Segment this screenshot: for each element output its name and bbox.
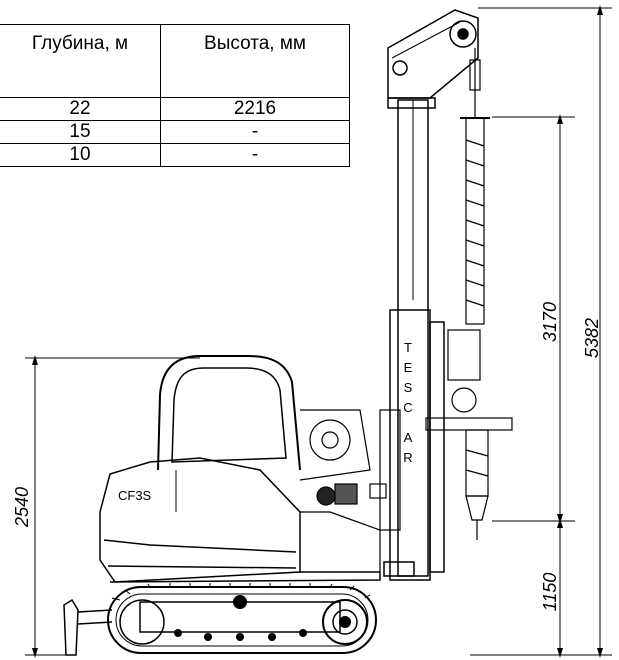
svg-text:A: A bbox=[404, 430, 413, 445]
table-row: 15 - bbox=[0, 120, 350, 144]
depth-height-table: Глубина, м Высота, мм 22 2216 15 - 10 - bbox=[0, 24, 350, 167]
dozer-blade bbox=[63, 598, 113, 656]
model-label: CF3S bbox=[118, 488, 152, 503]
table-header-row: Глубина, м Высота, мм bbox=[0, 24, 350, 98]
column-header-height: Высота, мм bbox=[160, 24, 350, 98]
cell-height: - bbox=[160, 143, 350, 167]
mast-head bbox=[387, 9, 479, 109]
svg-text:T: T bbox=[404, 340, 412, 355]
svg-text:C: C bbox=[403, 400, 412, 415]
svg-text:S: S bbox=[404, 380, 413, 395]
cell-depth: 10 bbox=[0, 143, 161, 167]
auger-string bbox=[425, 48, 513, 540]
dimension-mast-stroke bbox=[492, 114, 575, 524]
dimension-cab-height bbox=[25, 355, 200, 658]
dimension-overall-height bbox=[470, 4, 612, 658]
machine-body bbox=[99, 457, 381, 583]
table-row: 10 - bbox=[0, 143, 350, 167]
column-header-depth: Глубина, м bbox=[0, 24, 161, 98]
mast-stroke-label: 3170 bbox=[540, 302, 560, 342]
drill-mast bbox=[383, 99, 445, 581]
cell-depth: 15 bbox=[0, 120, 161, 144]
cab-height-label: 2540 bbox=[12, 487, 32, 528]
operator-cab bbox=[157, 355, 301, 512]
svg-text:R: R bbox=[403, 450, 412, 465]
cell-height: - bbox=[160, 120, 350, 144]
base-height-label: 1150 bbox=[540, 573, 560, 612]
crawler-track bbox=[107, 583, 377, 654]
svg-text:E: E bbox=[404, 360, 413, 375]
overall-height-label: 5382 bbox=[582, 318, 602, 358]
tescar-letters: T E S C A R bbox=[403, 340, 412, 465]
drive-mechanism bbox=[299, 409, 401, 572]
